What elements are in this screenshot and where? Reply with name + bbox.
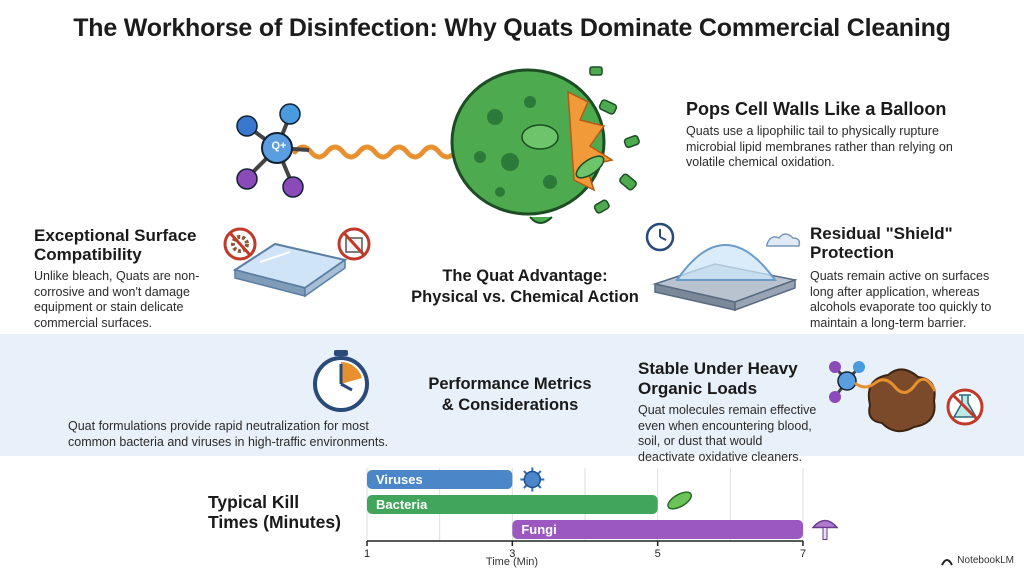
metrics-line2: & Considerations [441, 396, 579, 414]
shield-body: Quats remain active on surfaces long aft… [810, 269, 992, 330]
metrics-band [0, 334, 1024, 456]
virus-icon [520, 467, 545, 492]
stable-heading-line2: Organic Loads [638, 379, 758, 398]
bar-bacteria [367, 495, 658, 514]
fungi-stem [822, 527, 828, 540]
surface-heading-line2: Compatibility [34, 245, 142, 264]
pops-body: Quats use a lipophilic tail to physicall… [686, 124, 953, 169]
bar-label: Bacteria [376, 497, 428, 512]
shield-heading-line2: Protection [810, 243, 895, 262]
surface-body: Unlike bleach, Quats are non-corrosive a… [34, 269, 200, 330]
x-tick-label: 1 [364, 548, 370, 560]
chart-title-line1: Typical Kill [208, 492, 300, 512]
page-title: The Workhorse of Disinfection: Why Quats… [73, 14, 951, 42]
notebooklm-logo-icon [941, 558, 954, 565]
x-tick-label: 7 [800, 548, 806, 560]
chart-title-line2: Times (Minutes) [208, 512, 341, 532]
pops-heading: Pops Cell Walls Like a Balloon [686, 99, 947, 119]
bursting-cell-illustration [450, 66, 640, 224]
stable-body: Quat molecules remain effective even whe… [638, 403, 817, 464]
brand-label: NotebookLM [957, 555, 1014, 566]
advantage-line2: Physical vs. Chemical Action [411, 288, 639, 306]
organic-load-illustration [829, 361, 984, 433]
surface-heading-line1: Exceptional Surface [34, 226, 197, 245]
q-plus-label: Q+ [271, 140, 287, 152]
metrics-body: Quat formulations provide rapid neutrali… [68, 419, 389, 449]
advantage-line1: The Quat Advantage: [442, 267, 608, 285]
bacteria-icon [667, 491, 693, 510]
shield-heading-line1: Residual "Shield" [810, 224, 953, 243]
x-tick-label: 5 [655, 548, 661, 560]
brand-badge: NotebookLM [941, 555, 1014, 566]
shield-dome-illustration [645, 222, 801, 312]
bar-label: Viruses [376, 472, 423, 487]
stopwatch-icon [313, 350, 369, 412]
metrics-line1: Performance Metrics [428, 375, 592, 393]
stable-heading-line1: Stable Under Heavy [638, 359, 798, 378]
bar-viruses [367, 470, 513, 489]
bar-fungi [512, 520, 803, 539]
chart-x-label: Time (Min) [485, 556, 539, 568]
surface-glass-illustration [223, 227, 371, 298]
bar-label: Fungi [521, 522, 556, 537]
fungi-icon [811, 519, 839, 529]
